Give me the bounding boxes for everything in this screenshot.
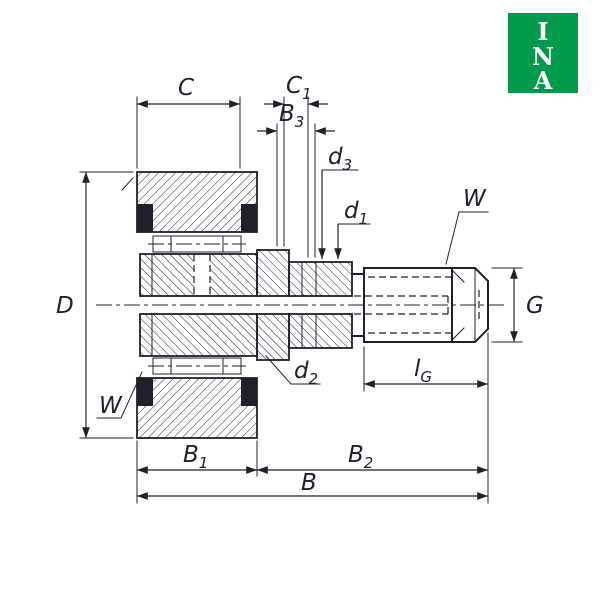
part-thread [351, 267, 489, 343]
dimension-C: C [136, 75, 241, 169]
dimension-B: B [137, 470, 488, 500]
ina-logo-background [508, 13, 578, 93]
dimension-D: D [56, 171, 134, 439]
corner-mark [121, 177, 134, 191]
dimension-d3: d3 [318, 144, 359, 259]
dimension-G: G [491, 267, 544, 343]
label-D: D [56, 293, 74, 319]
dimension-B2: B2 [257, 442, 488, 474]
ina-logo-letter: A [533, 66, 553, 95]
part-stud [139, 253, 258, 357]
label-lG: lG [414, 356, 432, 386]
label-C1: C1 [286, 73, 312, 103]
label-W-bottom: W [99, 393, 123, 419]
ina-logo-letter: I [537, 17, 548, 46]
label-W-top: W [463, 186, 487, 212]
ina-logo: I N A [508, 13, 578, 95]
label-B2: B2 [348, 442, 373, 472]
seal-block [137, 378, 153, 406]
label-d1: d1 [344, 198, 368, 228]
dimension-B3: B3 [257, 101, 335, 258]
dimension-W-top: W [445, 186, 489, 265]
dimension-C1: C1 [264, 73, 328, 258]
label-B1: B1 [183, 442, 208, 472]
seal-block [241, 204, 257, 232]
label-d3: d3 [328, 144, 352, 174]
dimension-d1: d1 [334, 198, 371, 259]
seal-block [137, 204, 153, 232]
dimension-W-bottom: W [96, 371, 143, 419]
dimension-d2: d2 [265, 355, 321, 388]
dimension-B1: B1 [136, 440, 258, 504]
part-needle-rollers [148, 235, 246, 375]
ina-logo-letter: N [532, 42, 554, 71]
lube-hole [194, 255, 210, 295]
seal-block [241, 378, 257, 406]
label-d2: d2 [294, 358, 318, 388]
dimension-lG: lG [363, 332, 489, 504]
label-G: G [526, 293, 544, 319]
part-shaft [288, 261, 353, 349]
label-B3: B3 [279, 101, 304, 131]
part-outer-ring [136, 171, 258, 439]
label-B: B [301, 470, 317, 496]
label-C: C [178, 75, 194, 101]
